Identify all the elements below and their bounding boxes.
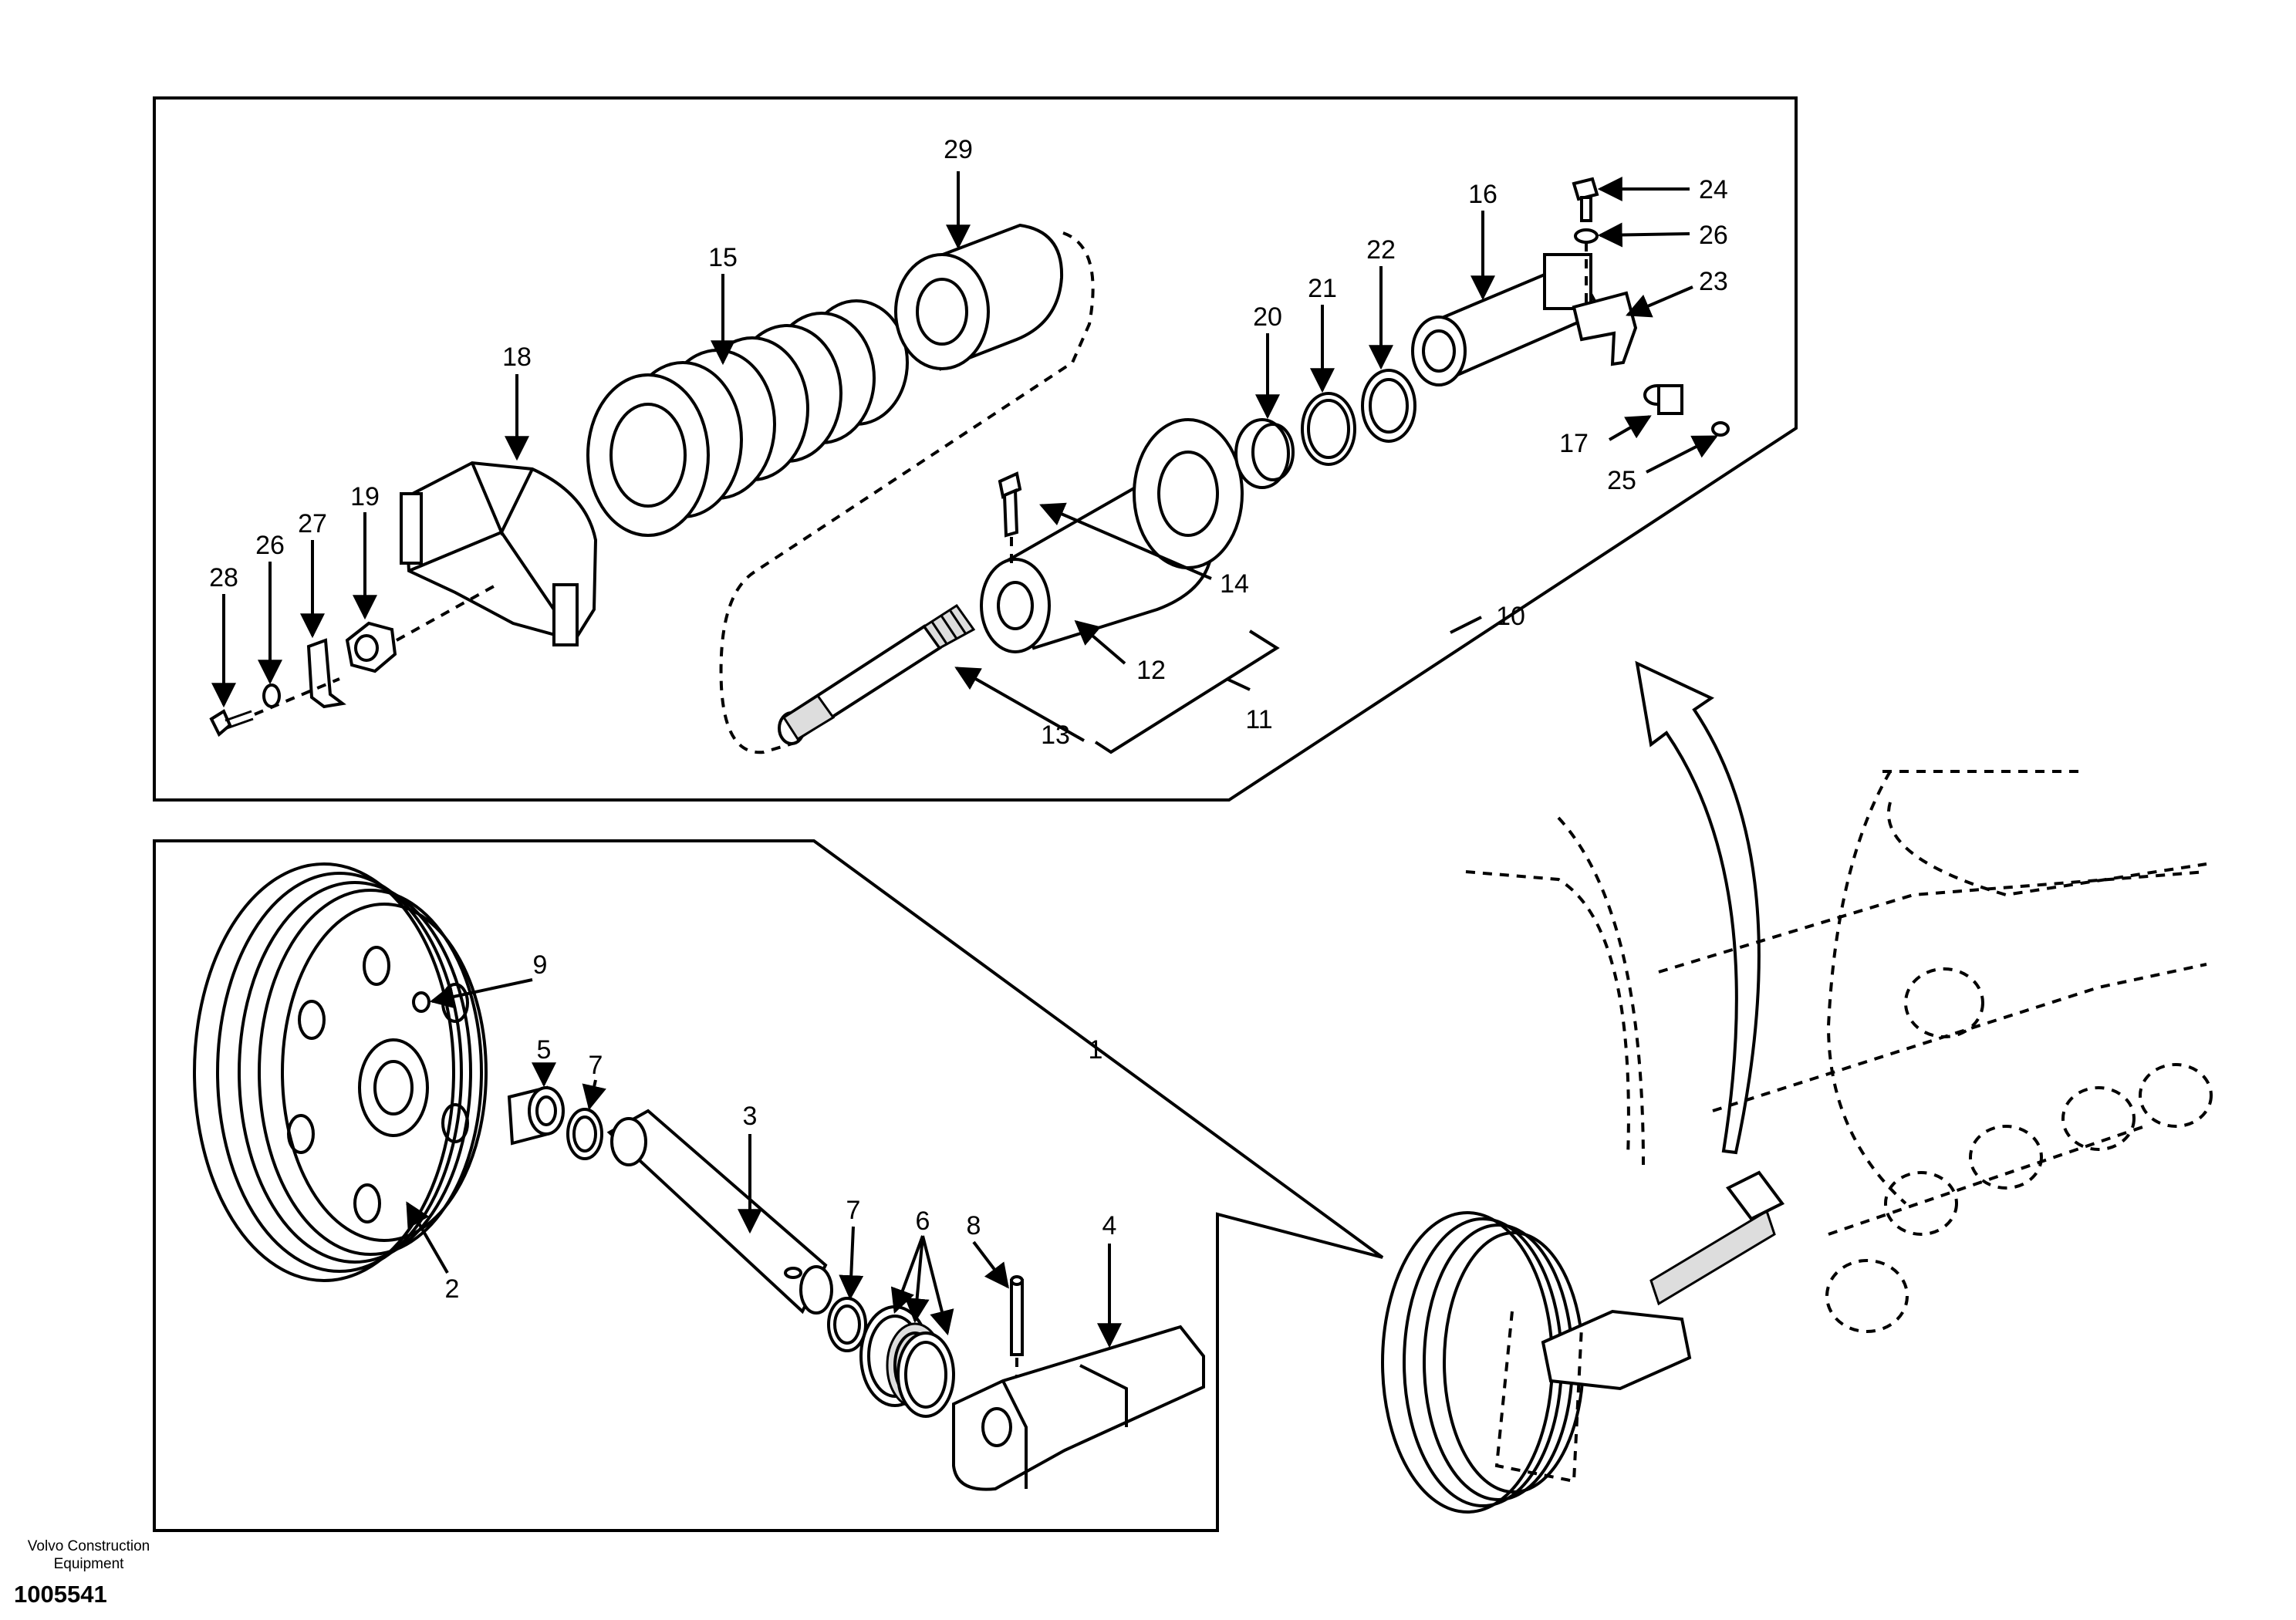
footer: Volvo Construction Equipment 1005541 — [0, 1537, 177, 1608]
seal-22 — [1361, 369, 1416, 443]
spring-assembly-dashed-boundary — [719, 231, 1095, 754]
callout-24: 24 — [1699, 175, 1728, 204]
tension-spring — [586, 299, 909, 537]
seal-21 — [1301, 392, 1356, 466]
grease-bolt — [998, 471, 1022, 538]
callout-7-left: 7 — [589, 1051, 603, 1080]
callout-17: 17 — [1559, 429, 1589, 458]
undercarriage-context — [1381, 660, 2213, 1514]
spring-bracket — [400, 461, 598, 646]
lock-plate — [306, 638, 346, 709]
lock-nut — [345, 621, 397, 673]
bushing — [507, 1085, 565, 1146]
callout-1: 1 — [1089, 1035, 1103, 1065]
valve-plate — [1572, 291, 1638, 366]
spring-pin — [1010, 1275, 1024, 1356]
document-number: 1005541 — [14, 1581, 107, 1608]
seal-20 — [1234, 418, 1295, 489]
callout-5: 5 — [537, 1035, 552, 1065]
threaded-rod — [778, 603, 976, 745]
callout-8: 8 — [967, 1211, 981, 1240]
upper-detail-frame — [153, 96, 1798, 802]
callout-26-top: 26 — [1699, 221, 1728, 250]
washer-top — [1574, 228, 1599, 244]
callout-18: 18 — [502, 343, 532, 372]
callout-19: 19 — [350, 482, 380, 511]
callout-27: 27 — [298, 509, 327, 538]
idler-shaft — [606, 1109, 833, 1315]
callout-3: 3 — [743, 1102, 758, 1131]
cylinder-body — [980, 418, 1244, 653]
callout-21: 21 — [1308, 274, 1337, 303]
callout-7-right: 7 — [846, 1196, 861, 1225]
callout-23: 23 — [1699, 267, 1728, 296]
callout-29: 29 — [944, 135, 973, 164]
grease-valve — [1643, 384, 1683, 415]
callout-28: 28 — [209, 563, 238, 592]
plunger — [1411, 253, 1603, 386]
callout-4: 4 — [1102, 1211, 1117, 1240]
callout-15: 15 — [708, 243, 738, 272]
callout-22: 22 — [1366, 235, 1396, 265]
callout-12: 12 — [1136, 656, 1166, 685]
callout-16: 16 — [1468, 180, 1497, 209]
callout-10: 10 — [1496, 602, 1525, 631]
callout-25: 25 — [1607, 466, 1636, 495]
callout-11: 11 — [1245, 705, 1272, 734]
callout-9: 9 — [533, 950, 548, 980]
plug — [1711, 421, 1730, 437]
bolt-left — [209, 709, 254, 737]
lower-detail-frame — [153, 839, 1384, 1532]
company-name: Volvo Construction Equipment — [27, 1538, 150, 1572]
callout-6: 6 — [916, 1207, 930, 1236]
callout-20: 20 — [1253, 302, 1282, 332]
idler-wheel — [193, 862, 488, 1282]
spacer-sleeve — [894, 223, 1064, 371]
bolt-top — [1572, 177, 1599, 222]
callout-2: 2 — [445, 1274, 460, 1304]
idler-support — [952, 1325, 1205, 1491]
callout-13: 13 — [1041, 721, 1070, 750]
idler-plug — [412, 991, 430, 1013]
callout-26-left: 26 — [255, 531, 285, 560]
floating-seal-set — [859, 1305, 955, 1418]
group-bracket-11 — [1094, 629, 1280, 754]
callout-14: 14 — [1220, 569, 1249, 599]
